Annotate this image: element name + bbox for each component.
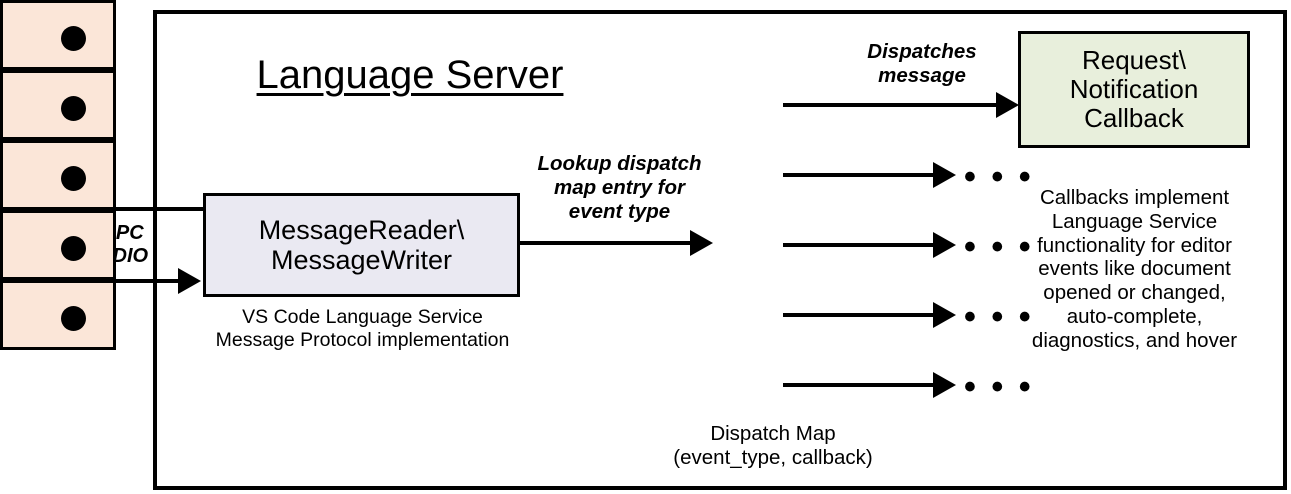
dispatch-arrowhead-icon [996,92,1019,118]
message-reader-writer-label: MessageReader\ MessageWriter [258,214,465,275]
message-reader-writer-caption: VS Code Language Service Message Protoco… [215,306,510,351]
edge-label-dispatches-message: Dispatches message [867,40,977,87]
message-reader-writer-box[interactable]: MessageReader\ MessageWriter [203,193,520,297]
outbound-rpc-wire [30,207,205,211]
request-notification-callback-label: Request\ Notification Callback [1069,44,1199,134]
callback-caption: Callbacks implement Language Service fun… [1031,186,1238,352]
dispatch-map-row-dot-icon [61,166,86,191]
dispatch-map-row[interactable] [0,280,116,350]
ellipsis-row-2: • • • [964,158,1034,196]
dispatch-arrowhead-icon [933,232,956,258]
request-notification-callback-box[interactable]: Request\ Notification Callback [1018,31,1250,148]
dispatch-map-row-dot-icon [61,96,86,121]
inbound-arrowhead-icon [178,268,201,294]
dispatch-map-row-dot-icon [61,236,86,261]
dispatch-map-row[interactable] [0,210,116,280]
dispatch-arrowhead-icon [933,302,956,328]
dispatch-wire-row-4 [783,313,935,317]
dispatch-map-row[interactable] [0,0,116,70]
dispatch-wire-row-1 [783,103,998,107]
dispatch-wire-row-3 [783,243,935,247]
ellipsis-row-4: • • • [964,298,1034,336]
dispatch-arrowhead-icon [933,162,956,188]
dispatch-arrowhead-icon [933,372,956,398]
lookup-arrowhead-icon [690,230,713,256]
dispatch-map-row-dot-icon [61,26,86,51]
page-title: Language Server [256,53,564,97]
dispatch-map-caption: Dispatch Map (event_type, callback) [673,422,873,469]
dispatch-wire-row-5 [783,383,935,387]
dispatch-map-row[interactable] [0,70,116,140]
dispatch-map-row-dot-icon [61,306,86,331]
dispatch-map[interactable] [0,0,116,350]
ellipsis-row-3: • • • [964,228,1034,266]
ellipsis-row-5: • • • [964,368,1034,406]
lookup-wire [519,241,694,245]
language-server-frame [153,10,1287,490]
dispatch-map-row[interactable] [0,140,116,210]
dispatch-wire-row-2 [783,173,935,177]
edge-label-lookup: Lookup dispatch map entry for event type [537,152,702,223]
